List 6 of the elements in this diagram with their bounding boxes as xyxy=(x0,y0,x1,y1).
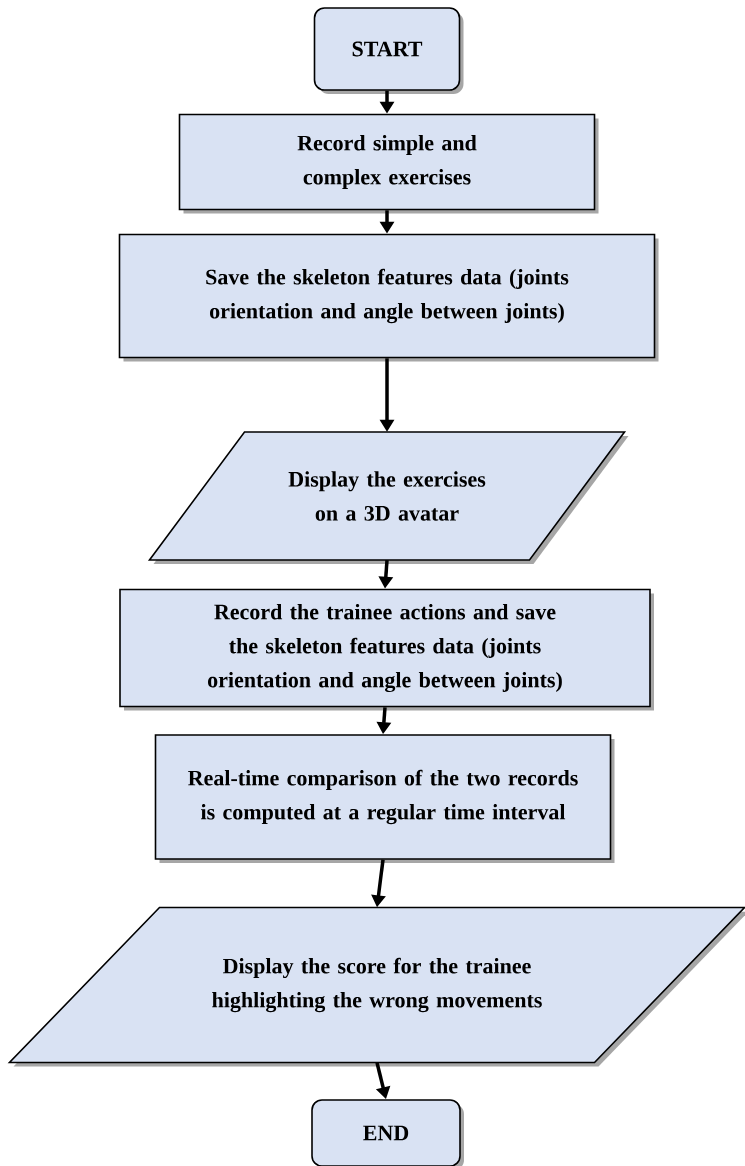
terminal-box: START xyxy=(313,7,464,94)
process-box: Record the trainee actions and save the skeleton features data (joints orientation and angle between joints) xyxy=(119,588,654,711)
terminal-box: END xyxy=(311,1099,464,1166)
process-box: Record simple and complex exercises xyxy=(178,113,599,214)
process-box: Save the skeleton features data (joints orientation and angle between joints) xyxy=(118,233,659,362)
process-box: Real-time comparison of the two records is computed at a regular time interval xyxy=(154,734,615,863)
